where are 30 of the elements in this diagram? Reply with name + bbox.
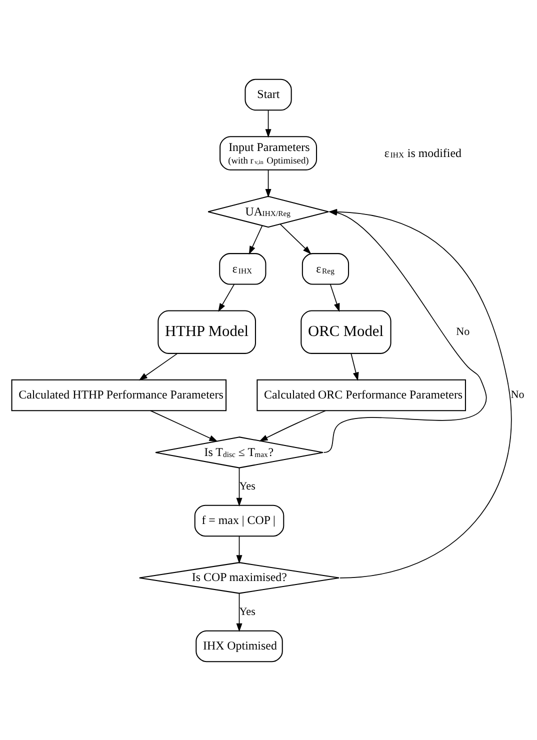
arrow xyxy=(265,109,272,138)
arrow xyxy=(330,283,340,312)
arrow xyxy=(265,168,272,198)
arrow xyxy=(350,352,359,380)
node-diamond: Is COP maximised? xyxy=(138,562,340,594)
edge-label: Yes xyxy=(239,605,256,618)
node-box: Calculated ORC Performance Parameters xyxy=(256,378,466,411)
node-box: IHX Optimised xyxy=(196,630,283,662)
node-box: f = max | COP | xyxy=(194,504,284,536)
node-box: HTHP Model xyxy=(158,310,256,354)
node-box: ORC Model xyxy=(300,310,392,354)
arrow xyxy=(218,283,235,312)
node-diamond: UAIHX/Reg xyxy=(208,195,329,228)
arrow xyxy=(280,223,312,254)
node-diamond: Is Tdisc ≤ Tmax? xyxy=(155,436,324,468)
arrow xyxy=(259,410,326,441)
label: εIHX is modified xyxy=(384,145,462,160)
edge-label: Yes xyxy=(239,480,256,492)
arrow xyxy=(236,592,242,632)
arrow xyxy=(248,224,263,254)
arrow xyxy=(236,467,242,506)
edge-label: No xyxy=(510,388,524,401)
node-box: εReg xyxy=(302,252,350,284)
node-box: Calculated HTHP Performance Parameters xyxy=(11,378,227,411)
arrow xyxy=(236,535,242,564)
node-box: εIHX xyxy=(219,252,266,284)
arrow xyxy=(138,352,178,380)
node-box: Start xyxy=(244,78,292,110)
arrow xyxy=(150,410,218,442)
edge-label: No xyxy=(456,325,470,338)
